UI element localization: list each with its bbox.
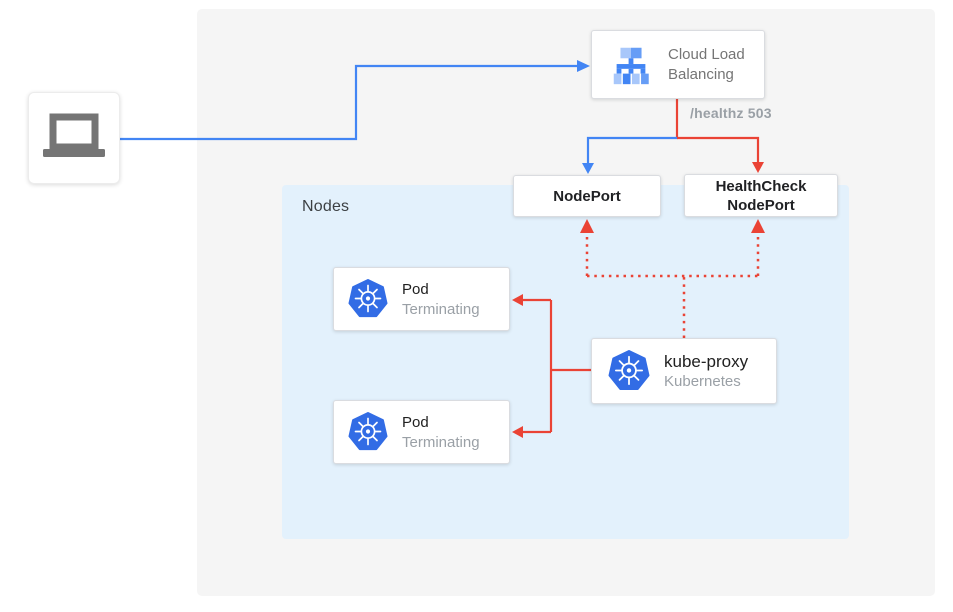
kubernetes-icon bbox=[608, 350, 650, 392]
pod-top-status: Terminating bbox=[402, 300, 480, 318]
client-node bbox=[28, 92, 120, 184]
pod-bottom-title: Pod bbox=[402, 413, 429, 431]
kubernetes-icon bbox=[348, 412, 388, 452]
nodes-panel-label: Nodes bbox=[302, 198, 350, 215]
nodeport-label: NodePort bbox=[553, 187, 621, 205]
cloud-load-balancing-label: Cloud Load Balancing bbox=[668, 45, 745, 83]
pod-bottom-node: Pod Terminating bbox=[333, 400, 510, 464]
laptop-icon bbox=[40, 112, 108, 164]
cloud-load-balancing-node: Cloud Load Balancing bbox=[591, 30, 765, 99]
pod-top-node: Pod Terminating bbox=[333, 267, 510, 331]
healthz-status-label: /healthz 503 bbox=[690, 105, 772, 121]
kube-proxy-node: kube-proxy Kubernetes bbox=[591, 338, 777, 404]
healthcheck-nodeport-label: HealthCheck NodePort bbox=[715, 177, 807, 214]
pod-top-title: Pod bbox=[402, 280, 429, 298]
kubernetes-icon bbox=[348, 279, 388, 319]
pod-bottom-status: Terminating bbox=[402, 433, 480, 451]
kube-proxy-subtitle: Kubernetes bbox=[664, 372, 741, 390]
healthcheck-nodeport-node: HealthCheck NodePort bbox=[684, 174, 838, 217]
nodeport-node: NodePort bbox=[513, 175, 661, 217]
kube-proxy-title: kube-proxy bbox=[664, 351, 749, 371]
cloud-load-balancing-icon bbox=[608, 42, 654, 88]
